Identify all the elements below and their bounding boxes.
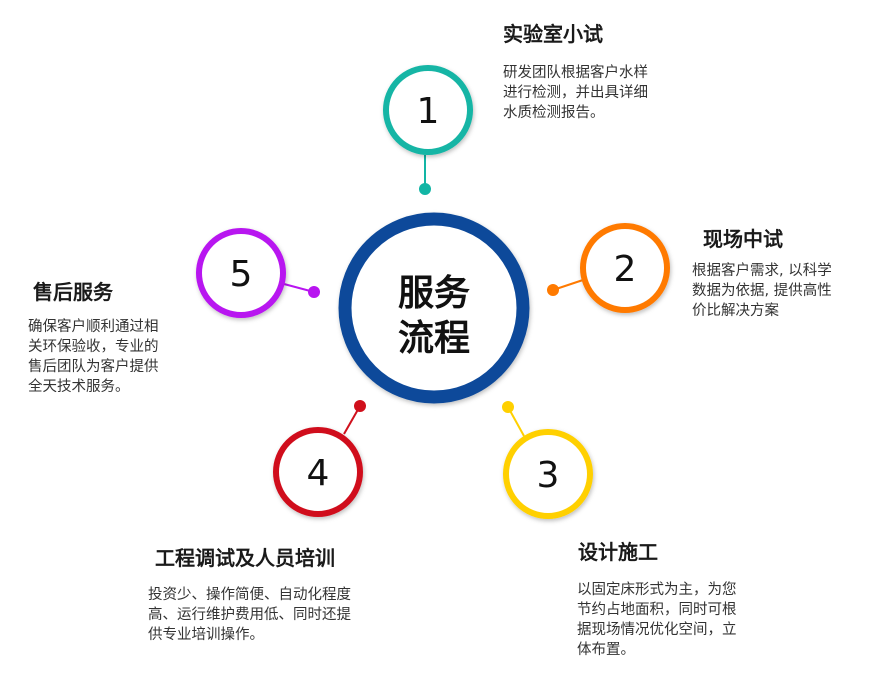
step-circle-5: 5 [196,228,286,318]
step-circle-1: 1 [383,65,473,155]
step-title-5: 售后服务 [33,280,113,304]
center-line1: 服务 [398,273,470,314]
step-desc-5: 确保客户顺利通过相关环保验收，专业的售后团队为客户提供全天技术服务。 [28,319,159,395]
svg-text:1: 1 [417,91,440,132]
center-line2: 流程 [398,318,470,359]
step-desc-2: 根据客户需求, 以科学数据为依据, 提供高性价比解决方案 [692,263,832,319]
step-title-3: 设计施工 [578,540,658,564]
step-circle-4: 4 [273,427,363,517]
step-desc-4: 投资少、操作简便、自动化程度高、运行维护费用低、同时还提供专业培训操作。 [148,587,351,643]
svg-text:4: 4 [307,453,330,494]
step-desc-1: 研发团队根据客户水样进行检测，并出具详细水质检测报告。 [503,65,648,121]
step-title-2: 现场中试 [703,227,783,251]
connector-1 [419,155,431,195]
connector-5 [283,283,320,298]
svg-text:2: 2 [614,249,637,290]
svg-text:5: 5 [230,254,253,295]
step-title-1: 实验室小试 [503,22,603,46]
connector-2 [547,279,584,296]
step-desc-3: 以固定床形式为主，为您节约占地面积，同时可根据现场情况优化空间，立体布置。 [577,582,737,658]
connector-3 [502,401,525,437]
center-ring [338,212,530,404]
step-title-4: 工程调试及人员培训 [155,546,335,570]
svg-text:3: 3 [537,455,560,496]
step-circle-3: 3 [503,429,593,519]
step-circle-2: 2 [580,223,670,313]
connector-4 [343,400,366,435]
